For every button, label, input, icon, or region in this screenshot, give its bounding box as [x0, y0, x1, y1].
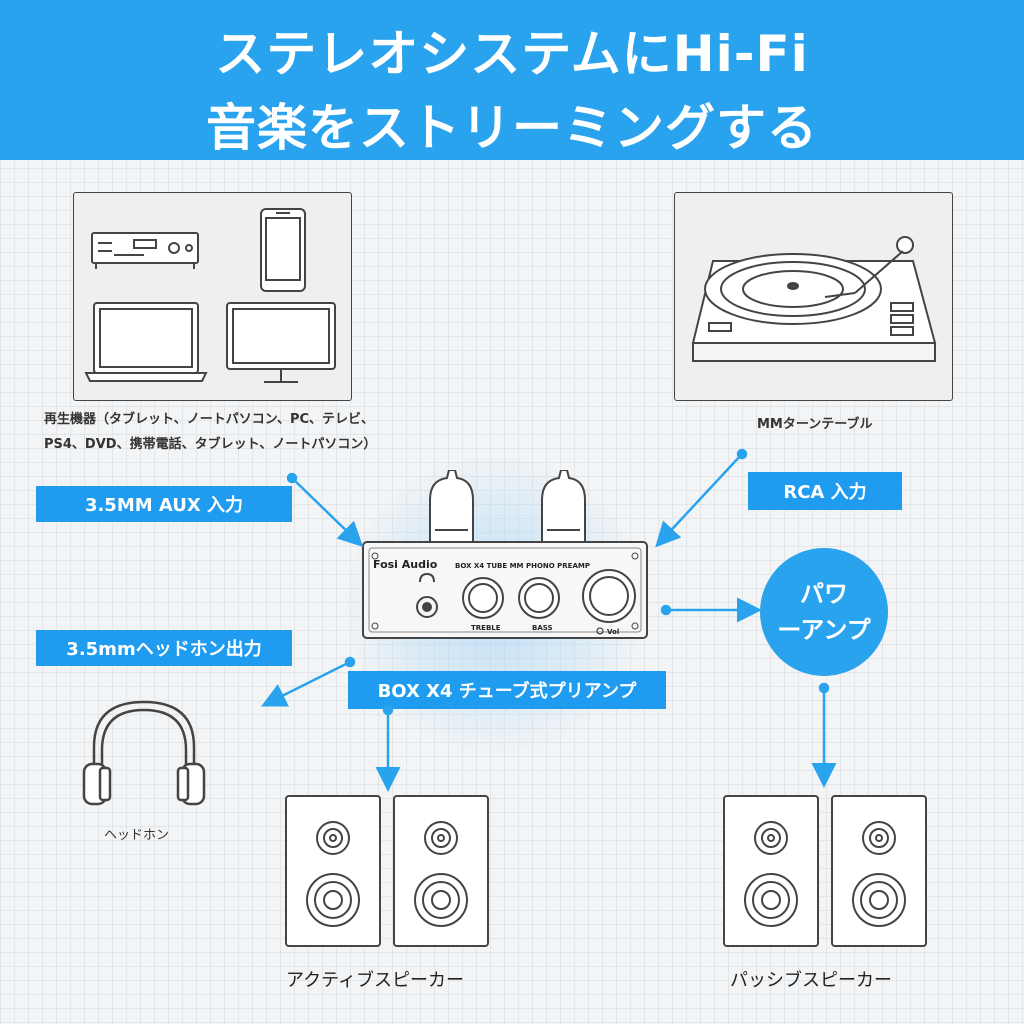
knob-bass-label: BASS [532, 624, 553, 632]
headline-line-2: 音楽をストリーミングする [206, 99, 818, 157]
sources-caption-line-2: PS4、DVD、携帯電話、タブレット、ノートパソコン） [44, 437, 377, 452]
laptop-icon [84, 302, 208, 382]
header-banner: ステレオシステムにHi-Fi 音楽をストリーミングする [0, 0, 1024, 160]
treble-knob [462, 577, 504, 619]
speaker-icon [831, 795, 927, 947]
power-amp-circle: パワ ーアンプ [760, 548, 888, 676]
knob-vol-label: Vol [607, 628, 619, 636]
passive-speakers [723, 795, 927, 947]
turntable-icon [691, 236, 937, 362]
device-model: BOX X4 TUBE MM PHONO PREAMP [455, 562, 590, 570]
vacuum-tube-left [429, 470, 474, 543]
arrow-to-active-speakers [375, 704, 401, 792]
turntable-panel [674, 192, 953, 401]
turntable-caption: MMターンテーブル [757, 417, 873, 432]
speaker-icon [285, 795, 381, 947]
cd-player-icon [91, 232, 199, 269]
headphone-output-label: 3.5mmヘッドホン出力 [36, 630, 292, 666]
active-speakers [285, 795, 489, 947]
headphones-icon [82, 700, 206, 806]
product-name-label: BOX X4 チューブ式プリアンプ [348, 671, 666, 709]
headphone-jack-icon [416, 572, 438, 618]
monitor-icon [226, 302, 336, 383]
active-speakers-caption: アクティブスピーカー [286, 970, 465, 991]
sources-panel [73, 192, 352, 401]
arrow-to-passive-speakers [811, 682, 837, 788]
speaker-icon [393, 795, 489, 947]
vacuum-tube-right [541, 470, 586, 543]
knob-treble-label: TREBLE [471, 624, 501, 632]
aux-input-label: 3.5MM AUX 入力 [36, 486, 292, 522]
arrow-headphone-out [261, 656, 356, 707]
headline-line-1: ステレオシステムにHi-Fi [215, 25, 809, 83]
sources-illustration [84, 208, 336, 383]
arrow-to-power-amp [660, 597, 762, 623]
bass-knob [518, 577, 560, 619]
power-icon [596, 627, 604, 635]
power-amp-line-1: パワ [800, 580, 848, 608]
arrow-aux-in [286, 472, 364, 547]
arrow-rca-in [655, 448, 748, 548]
smartphone-icon [260, 208, 306, 292]
sources-caption-line-1: 再生機器（タブレット、ノートパソコン、PC、テレビ、 [44, 412, 375, 427]
preamp-device: Fosi Audio BOX X4 TUBE MM PHONO PREAMP T… [362, 470, 648, 639]
rca-input-label: RCA 入力 [748, 472, 902, 510]
speaker-icon [723, 795, 819, 947]
passive-speakers-caption: パッシブスピーカー [730, 970, 892, 991]
headphones-caption: ヘッドホン [104, 828, 170, 843]
device-brand: Fosi Audio [373, 558, 438, 571]
volume-knob [582, 569, 636, 623]
power-amp-line-2: ーアンプ [777, 616, 871, 644]
